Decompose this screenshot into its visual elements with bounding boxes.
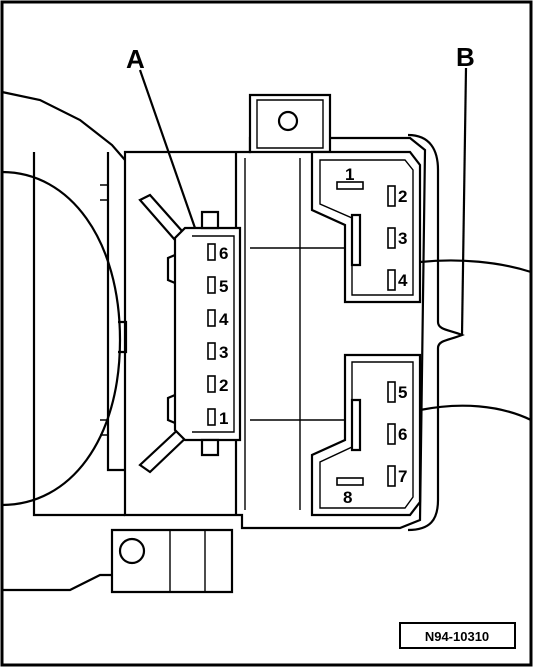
callout-a-leader	[138, 69, 197, 229]
connector-b-pin-label: 2	[398, 187, 407, 206]
connector-b-pin-slot	[336, 477, 364, 486]
diagram-frame	[0, 0, 533, 667]
connector-b-pin-label: 7	[398, 467, 407, 486]
connector-a-pin-label: 3	[219, 343, 228, 362]
connector-b-pin-slot	[387, 423, 396, 445]
callout-a-label: A	[126, 44, 145, 74]
connector-b-pin-slot	[387, 381, 396, 403]
connector-a-pin-label: 1	[219, 409, 228, 428]
connector-a-pin-label: 6	[219, 244, 228, 263]
connector-b-pin-slot	[387, 185, 396, 207]
reference-code: N94-10310	[425, 629, 489, 644]
callout-b-label: B	[456, 42, 475, 72]
connector-b-pin-slot	[387, 465, 396, 487]
connector-a-pin-slot	[207, 375, 216, 393]
callout-b-bracket	[407, 67, 468, 532]
connector-a-pin-label: 5	[219, 277, 228, 296]
connector-a: 6 5 4 3 2 1	[166, 210, 242, 457]
connector-b-pin-slot	[387, 269, 396, 291]
reference-code-box: N94-10310	[399, 622, 516, 649]
harness-wires	[419, 259, 532, 421]
connector-b-pin-label: 3	[398, 229, 407, 248]
connector-b-pin-label: 1	[345, 165, 354, 184]
connector-b-pin-slot	[336, 181, 364, 190]
connector-a-pin-slot	[207, 342, 216, 360]
connector-b: 1 2 3 4 5 6 7 8	[310, 150, 422, 517]
connector-b-pin-slot	[387, 227, 396, 249]
connector-b-pin-label: 6	[398, 425, 407, 444]
connector-a-pin-slot	[207, 276, 216, 294]
connector-b-pin-label: 4	[398, 271, 408, 290]
connector-a-pin-label: 4	[219, 310, 229, 329]
connector-a-pin-slot	[207, 243, 216, 261]
connector-a-pin-label: 2	[219, 376, 228, 395]
connector-a-pin-slot	[207, 309, 216, 327]
connector-b-pin-label: 5	[398, 383, 407, 402]
connector-a-pin-slot	[207, 408, 216, 426]
connector-b-pin-label: 8	[343, 488, 352, 507]
